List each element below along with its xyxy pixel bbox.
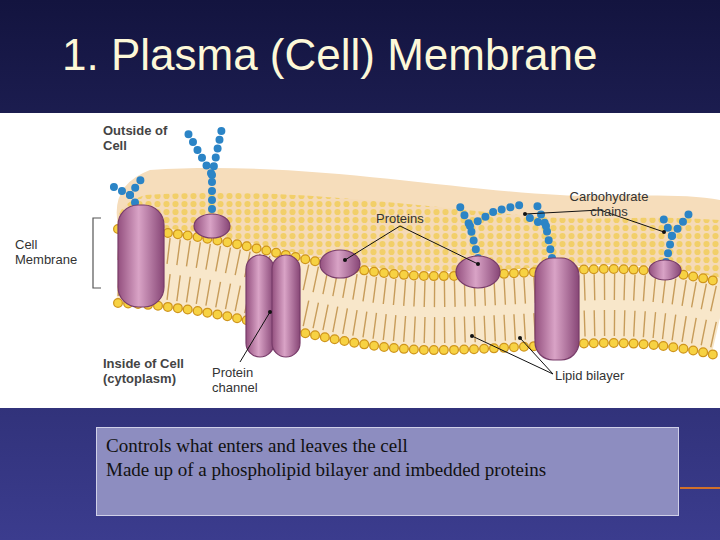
carbohydrate-chains [108, 128, 692, 262]
slide-title: 1. Plasma (Cell) Membrane [62, 30, 598, 80]
membrane-bracket [93, 218, 101, 288]
caption-line: Controls what enters and leaves the cell [106, 434, 669, 458]
part-label: Carbohydrate chains [562, 189, 656, 219]
illustration-background [0, 113, 720, 408]
proteins [118, 205, 681, 360]
caption-box: Controls what enters and leaves the cell… [96, 427, 679, 516]
accent-line [680, 487, 720, 489]
leader-dots [268, 212, 666, 340]
lipid-heads [118, 303, 720, 356]
part-label: Protein channel [212, 365, 272, 395]
caption-line: Made up of a phospholipid bilayer and im… [106, 458, 669, 482]
part-label: Outside of Cell [103, 123, 183, 153]
part-label: Inside of Cell (cytoplasm) [103, 356, 213, 386]
lipid-heads [118, 303, 720, 356]
part-label: Cell Membrane [15, 237, 91, 267]
part-label: Proteins [376, 211, 446, 226]
part-label: Lipid bilayer [555, 368, 655, 383]
leader-lines [240, 210, 664, 374]
